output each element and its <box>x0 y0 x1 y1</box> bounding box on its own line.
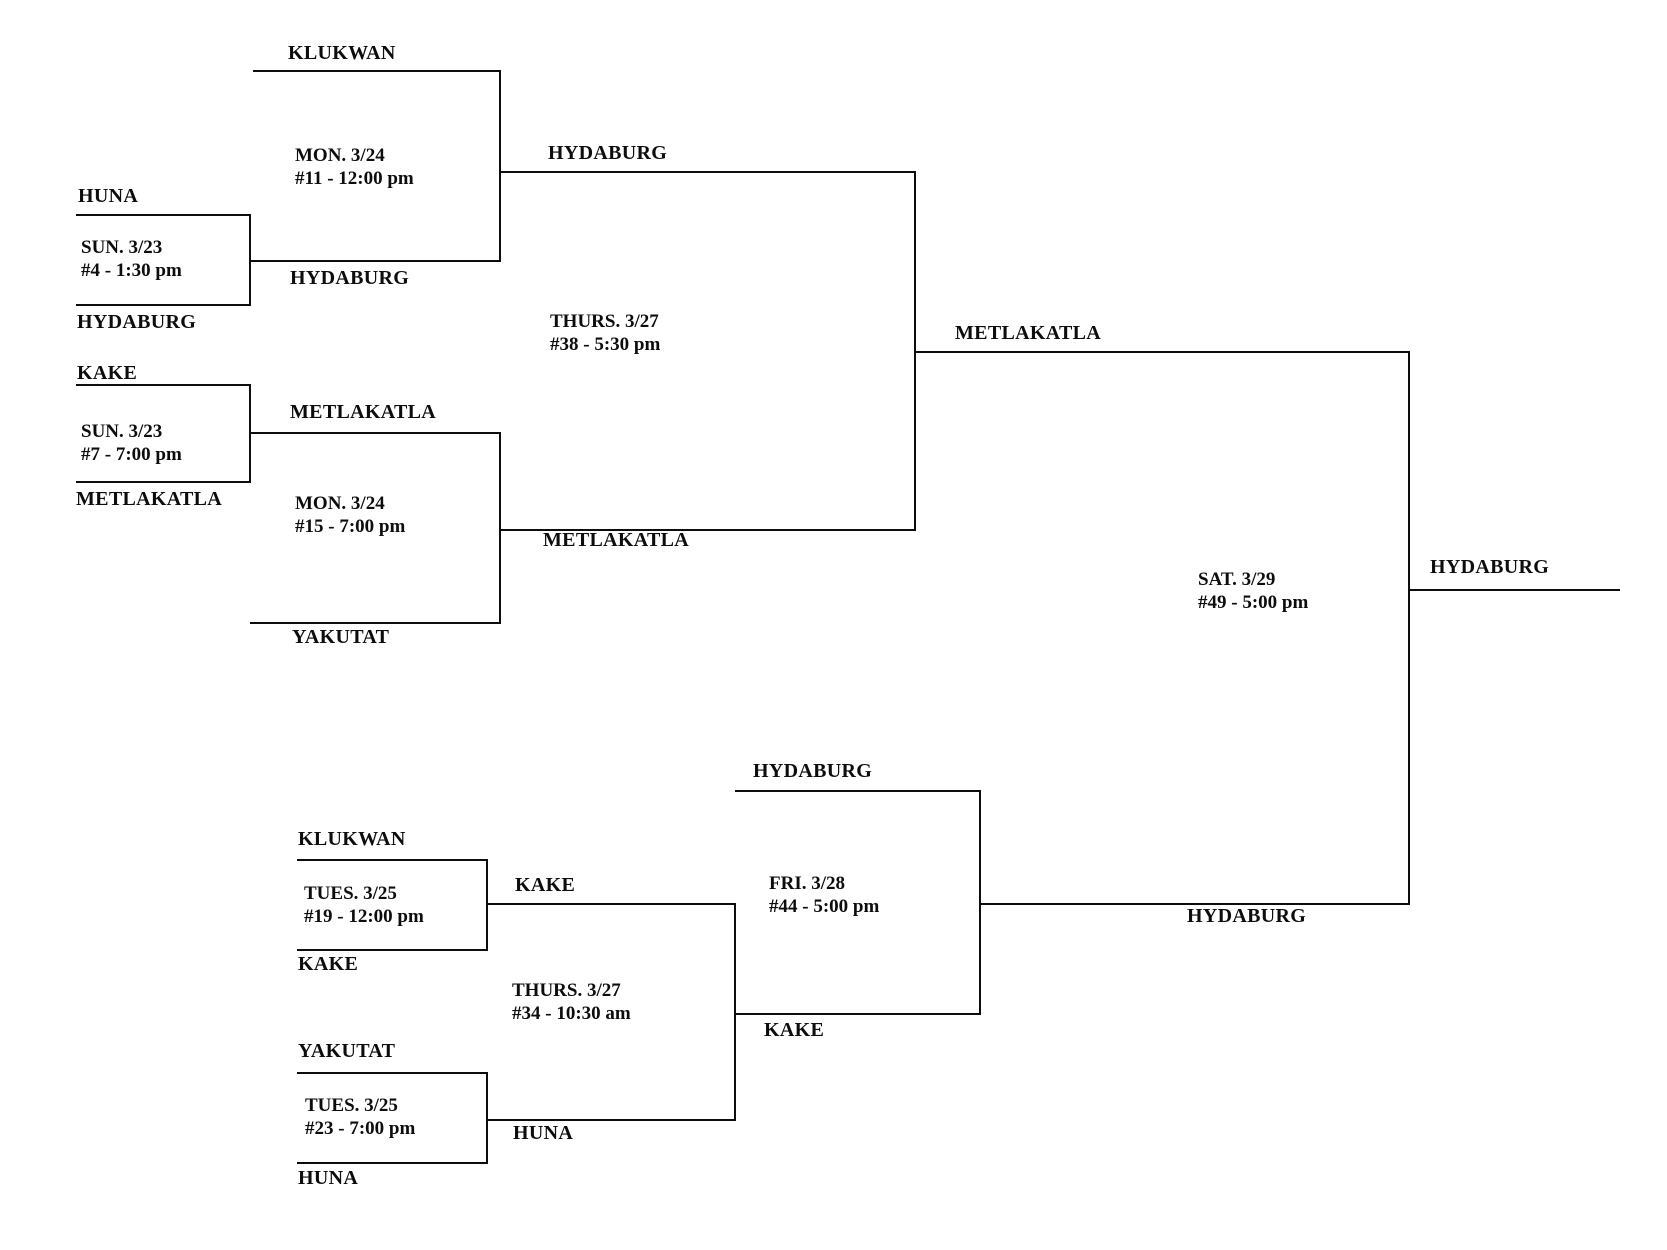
line-kake-entry-lower <box>297 949 487 951</box>
line-game19-vertical <box>486 859 488 951</box>
team-label-champion: HYDABURG <box>1430 556 1550 578</box>
team-label-game7-winner: METLAKATLA <box>290 401 436 423</box>
game-date: THURS. 3/27 <box>550 311 659 332</box>
line-hydaburg-entry <box>76 304 250 306</box>
team-label-kake-entry-lower: KAKE <box>298 953 359 975</box>
team-label-game11-winner: HYDABURG <box>548 142 668 164</box>
line-game11-winner <box>500 171 915 173</box>
line-klukwan-entry-lower <box>297 859 487 861</box>
game-info: #23 - 7:00 pm <box>305 1118 416 1139</box>
line-yakutat-entry <box>250 622 500 624</box>
team-label-game4-winner: HYDABURG <box>290 267 410 289</box>
game44-schedule: FRI. 3/28 #44 - 5:00 pm <box>769 872 879 918</box>
game-info: #7 - 7:00 pm <box>81 444 182 465</box>
line-game15-winner <box>500 529 915 531</box>
game38-schedule: THURS. 3/27 #38 - 5:30 pm <box>550 310 660 356</box>
game-info: #19 - 12:00 pm <box>304 906 424 927</box>
line-game19-winner <box>487 903 735 905</box>
game-info: #44 - 5:00 pm <box>769 896 880 917</box>
game-date: THURS. 3/27 <box>512 980 621 1001</box>
line-huna-entry-lower <box>297 1162 487 1164</box>
game-info: #49 - 5:00 pm <box>1198 592 1309 613</box>
team-label-game23-winner: HUNA <box>513 1122 574 1144</box>
game-date: SUN. 3/23 <box>81 421 163 442</box>
line-game7-winner <box>250 432 500 434</box>
game23-schedule: TUES. 3/25 #23 - 7:00 pm <box>305 1094 415 1140</box>
game-date: SAT. 3/29 <box>1198 569 1276 590</box>
team-label-game19-winner: KAKE <box>515 874 576 896</box>
game-date: TUES. 3/25 <box>305 1095 398 1116</box>
team-label-game44-winner: HYDABURG <box>1187 905 1307 927</box>
game4-schedule: SUN. 3/23 #4 - 1:30 pm <box>81 236 182 282</box>
team-label-hydaburg-entry-lower: HYDABURG <box>753 760 873 782</box>
line-game23-winner <box>487 1119 735 1121</box>
game-info: #11 - 12:00 pm <box>295 168 414 189</box>
line-game34-winner <box>735 1013 980 1015</box>
line-kake-entry <box>76 384 250 386</box>
team-label-game15-winner: METLAKATLA <box>543 529 689 551</box>
team-label-game38-winner: METLAKATLA <box>955 322 1101 344</box>
game11-schedule: MON. 3/24 #11 - 12:00 pm <box>295 144 414 190</box>
game15-schedule: MON. 3/24 #15 - 7:00 pm <box>295 492 405 538</box>
line-final-vertical <box>1408 351 1410 905</box>
line-yakutat-entry-lower <box>297 1072 487 1074</box>
line-game4-winner <box>250 260 500 262</box>
line-game34-vertical <box>734 903 736 1121</box>
team-label-klukwan-entry: KLUKWAN <box>288 42 396 64</box>
team-label-huna-entry-lower: HUNA <box>298 1167 359 1189</box>
game-date: SUN. 3/23 <box>81 237 163 258</box>
game-date: MON. 3/24 <box>295 145 385 166</box>
line-klukwan-entry <box>253 70 500 72</box>
game-info: #38 - 5:30 pm <box>550 334 661 355</box>
team-label-game34-winner: KAKE <box>764 1019 825 1041</box>
line-game44-winner <box>980 903 1409 905</box>
game-date: MON. 3/24 <box>295 493 385 514</box>
line-game11-vertical <box>499 70 501 262</box>
line-champion <box>1409 589 1620 591</box>
line-hydaburg-entry-lower <box>735 790 980 792</box>
game7-schedule: SUN. 3/23 #7 - 7:00 pm <box>81 420 182 466</box>
game49-schedule: SAT. 3/29 #49 - 5:00 pm <box>1198 568 1308 614</box>
game34-schedule: THURS. 3/27 #34 - 10:30 am <box>512 979 631 1025</box>
team-label-huna-entry: HUNA <box>78 185 139 207</box>
line-huna-entry <box>76 214 250 216</box>
game-info: #15 - 7:00 pm <box>295 516 406 537</box>
team-label-metlakatla-entry: METLAKATLA <box>76 488 222 510</box>
game-info: #34 - 10:30 am <box>512 1003 631 1024</box>
line-game15-vertical <box>499 432 501 624</box>
team-label-klukwan-entry-lower: KLUKWAN <box>298 828 406 850</box>
line-game44-vertical <box>979 790 981 1015</box>
line-metlakatla-entry <box>76 481 250 483</box>
game-date: FRI. 3/28 <box>769 873 845 894</box>
line-game23-vertical <box>486 1072 488 1164</box>
team-label-hydaburg-entry: HYDABURG <box>77 311 197 333</box>
game-info: #4 - 1:30 pm <box>81 260 182 281</box>
game-date: TUES. 3/25 <box>304 883 397 904</box>
team-label-yakutat-entry: YAKUTAT <box>292 626 390 648</box>
game19-schedule: TUES. 3/25 #19 - 12:00 pm <box>304 882 424 928</box>
team-label-kake-entry: KAKE <box>77 362 138 384</box>
team-label-yakutat-entry-lower: YAKUTAT <box>298 1040 396 1062</box>
line-game38-winner <box>915 351 1409 353</box>
